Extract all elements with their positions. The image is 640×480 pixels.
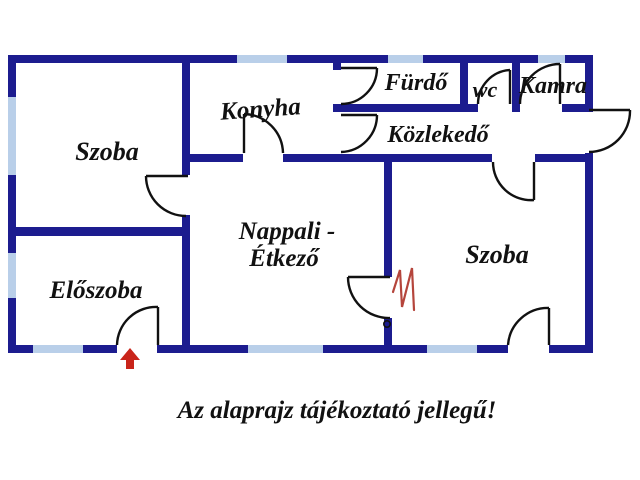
room-label-szoba-left: Szoba bbox=[75, 137, 139, 166]
window-szoba-left bbox=[8, 97, 16, 175]
wall-szoba-konyha-upper bbox=[182, 63, 190, 175]
wall-furdo-wc-bottom bbox=[333, 104, 478, 112]
window-eloszoba-bottom bbox=[33, 345, 83, 353]
wall-bottom-middle bbox=[157, 345, 508, 353]
window-szoba-right-bottom bbox=[427, 345, 477, 353]
room-label-szoba-right: Szoba bbox=[465, 240, 529, 269]
wall-szoba-eloszoba bbox=[16, 227, 182, 236]
door-nappali-szoba-right bbox=[346, 275, 391, 328]
door-terrace bbox=[506, 306, 551, 346]
wall-right-upper bbox=[585, 55, 593, 112]
door-konyha-kozlekedo bbox=[340, 113, 379, 154]
red-zigzag-mark bbox=[391, 267, 416, 312]
wall-nappali-szoba-lower bbox=[384, 318, 392, 345]
door-kamra bbox=[518, 62, 562, 105]
window-eloszoba bbox=[8, 253, 16, 298]
wall-top bbox=[8, 55, 593, 63]
wall-kamra-bottom bbox=[562, 104, 585, 112]
room-label-nappali-line1: Nappali - bbox=[238, 218, 336, 245]
room-label-kamra: Kamra bbox=[518, 73, 587, 99]
door-wc bbox=[476, 68, 512, 105]
disclaimer-caption: Az alaprajz tájékoztató jellegű! bbox=[176, 397, 497, 424]
room-label-konyha: Konyha bbox=[218, 93, 301, 126]
wall-kozlekedo-szoba-right bbox=[535, 154, 585, 162]
room-label-wc: wc bbox=[473, 77, 498, 102]
room-label-kozlekedo: Közlekedő bbox=[386, 122, 490, 148]
windows bbox=[8, 55, 565, 353]
room-label-nappali-line2: Étkező bbox=[248, 244, 320, 272]
wall-nappali-szoba-upper bbox=[384, 162, 392, 277]
door-kozlekedo-szoba-right bbox=[491, 161, 536, 202]
entrance-arrow-icon bbox=[120, 348, 140, 369]
wall-furdo-wc bbox=[460, 63, 468, 104]
wall-left bbox=[8, 55, 16, 353]
wall-right-lower bbox=[585, 153, 593, 353]
wall-konyha-nappali-right bbox=[283, 154, 492, 162]
wall-eloszoba-nappali bbox=[182, 215, 190, 345]
window-kamra bbox=[538, 55, 565, 63]
wall-wc-kamra bbox=[512, 63, 520, 112]
wall-bottom-right bbox=[549, 345, 593, 353]
doors bbox=[115, 62, 632, 346]
wall-furdo-left-stub bbox=[333, 63, 341, 70]
wall-konyha-nappali-left bbox=[190, 154, 243, 162]
door-furdo bbox=[340, 66, 379, 106]
exterior-walls bbox=[8, 55, 593, 353]
window-furdo bbox=[388, 55, 423, 63]
door-entrance bbox=[115, 305, 160, 346]
door-exterior-right bbox=[588, 108, 632, 154]
window-konyha bbox=[237, 55, 287, 63]
room-labels: Szoba Konyha Fürdő wc Kamra Közlekedő Na… bbox=[48, 70, 587, 304]
room-label-eloszoba: Előszoba bbox=[48, 277, 142, 304]
door-konyha-nappali bbox=[242, 112, 285, 154]
room-label-furdo: Fürdő bbox=[384, 70, 450, 96]
door-hinge-dot bbox=[382, 319, 391, 328]
window-nappali-bottom bbox=[248, 345, 323, 353]
door-szoba-left-nappali bbox=[144, 174, 188, 218]
interior-walls bbox=[16, 63, 585, 345]
